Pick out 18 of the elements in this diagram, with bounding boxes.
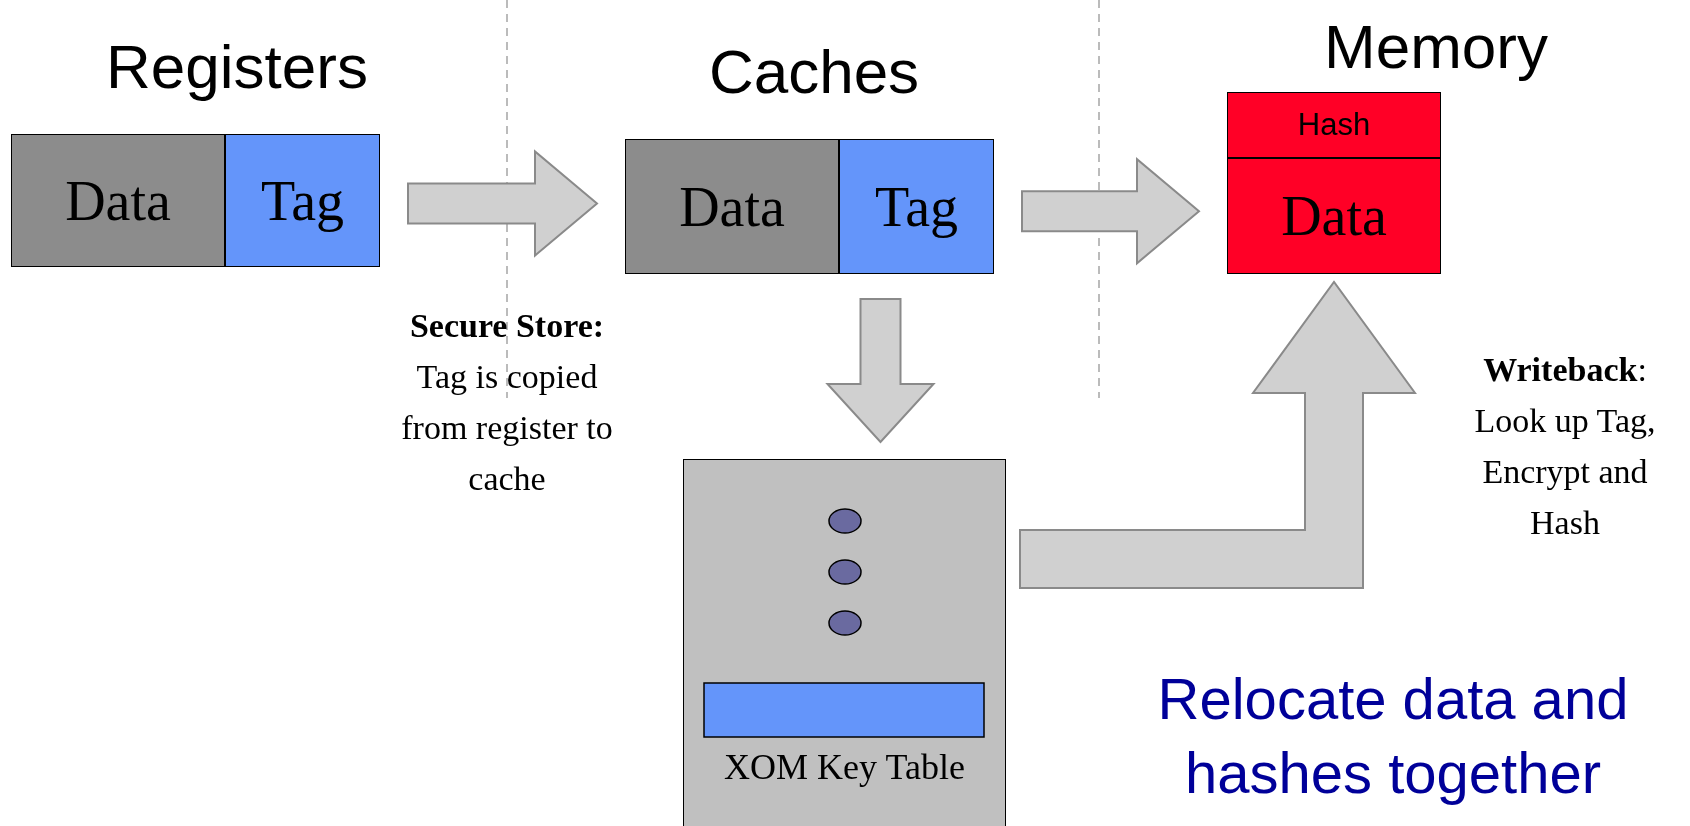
tag-label: Tag: [260, 168, 345, 233]
annotation-text: Secure Store: Tag is copied from register to cache: [400, 306, 614, 499]
block-arrow: [407, 149, 599, 258]
block-arrow: [1019, 280, 1417, 589]
column-heading: Caches: [707, 36, 921, 108]
note-text: Relocate data and hashes together: [1156, 665, 1630, 807]
annotation-text: Writeback: Look up Tag, Encrypt and Hash: [1473, 350, 1657, 543]
table-caption: XOM Key Table: [723, 746, 966, 789]
column-heading: Registers: [105, 31, 369, 103]
tag-label: Tag: [874, 174, 959, 239]
block-arrow: [825, 298, 936, 444]
data-label: Data: [65, 168, 171, 233]
column-heading: Memory: [1323, 11, 1549, 83]
data-label: Data: [679, 174, 785, 239]
hash-label: Hash: [1297, 107, 1371, 143]
key-table-panel: [683, 459, 1006, 826]
block-arrow: [1021, 157, 1201, 266]
data-label: Data: [1281, 184, 1387, 248]
